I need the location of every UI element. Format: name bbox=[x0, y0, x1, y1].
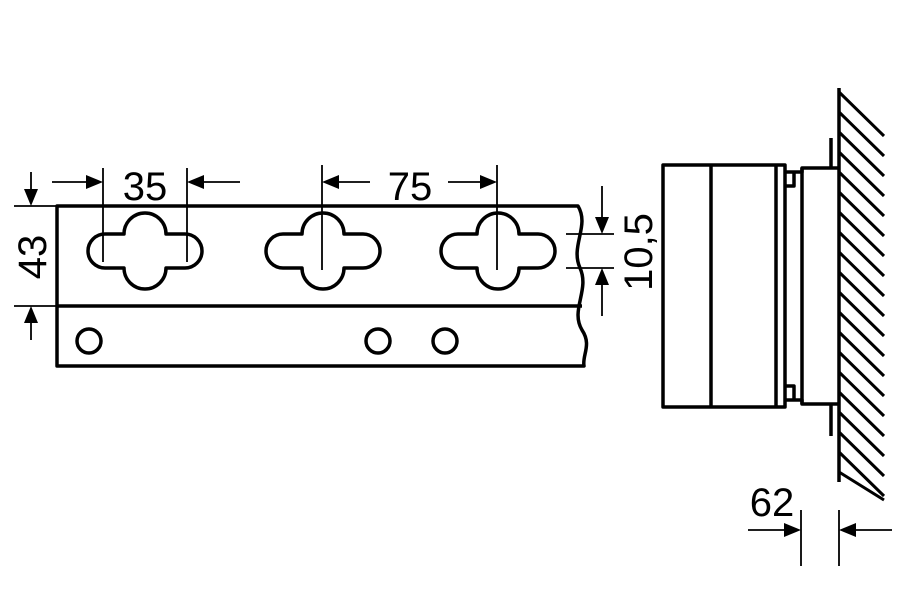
arrowhead bbox=[480, 175, 497, 189]
round-hole-3 bbox=[431, 327, 459, 355]
arrowhead bbox=[784, 523, 801, 537]
dimension-label-43: 43 bbox=[11, 235, 55, 280]
hatch-line bbox=[837, 410, 886, 458]
hatch-line bbox=[837, 170, 886, 218]
dimension-label-10-5: 10,5 bbox=[617, 213, 661, 291]
device-body bbox=[661, 163, 787, 409]
hatch-line bbox=[837, 430, 886, 478]
hatch-line bbox=[837, 350, 886, 398]
hatch-line bbox=[837, 370, 886, 418]
lower-clip bbox=[785, 384, 839, 406]
round-hole-2 bbox=[364, 327, 392, 355]
hatch-line bbox=[837, 250, 886, 298]
dimension-rail-height: 43 bbox=[11, 172, 57, 340]
dimension-label-75: 75 bbox=[388, 165, 433, 209]
hatch-line bbox=[837, 210, 886, 258]
hatch-line bbox=[837, 390, 886, 438]
side-view bbox=[661, 88, 886, 502]
round-hole-1 bbox=[75, 327, 103, 355]
rail-front-view bbox=[55, 204, 589, 368]
dimension-label-35: 35 bbox=[123, 165, 168, 209]
arrowhead bbox=[24, 189, 38, 206]
hatch-line bbox=[837, 330, 886, 378]
hatch-line bbox=[837, 190, 886, 238]
keyhole-slot-3 bbox=[439, 211, 557, 291]
arrowhead bbox=[595, 217, 609, 234]
arrowhead bbox=[24, 306, 38, 323]
arrowhead bbox=[187, 175, 204, 189]
keyhole-slot-2 bbox=[264, 211, 382, 291]
dimension-depth: 62 bbox=[748, 481, 892, 566]
keyhole-slot-1 bbox=[86, 211, 204, 291]
hatch-line bbox=[837, 230, 886, 278]
upper-clip bbox=[785, 166, 839, 188]
arrowhead bbox=[595, 268, 609, 285]
dimension-slot-width: 35 bbox=[52, 165, 240, 262]
arrowhead bbox=[839, 523, 856, 537]
hatch-line bbox=[837, 290, 886, 338]
hatch-line bbox=[837, 90, 886, 138]
hatch-line bbox=[837, 110, 886, 158]
dimension-slot-pitch: 75 bbox=[321, 165, 498, 270]
hatch-line bbox=[837, 310, 886, 358]
arrowhead bbox=[86, 175, 103, 189]
wall-hatching bbox=[837, 90, 886, 502]
dimension-label-62: 62 bbox=[750, 481, 795, 525]
hatch-line bbox=[837, 130, 886, 178]
hatch-line bbox=[837, 270, 886, 318]
dimension-slot-height: 10,5 bbox=[566, 186, 661, 316]
arrowhead bbox=[322, 175, 339, 189]
rail-outline bbox=[55, 204, 589, 368]
hatch-line bbox=[837, 450, 886, 498]
hatch-line bbox=[837, 150, 886, 198]
hatch-line bbox=[838, 470, 885, 502]
